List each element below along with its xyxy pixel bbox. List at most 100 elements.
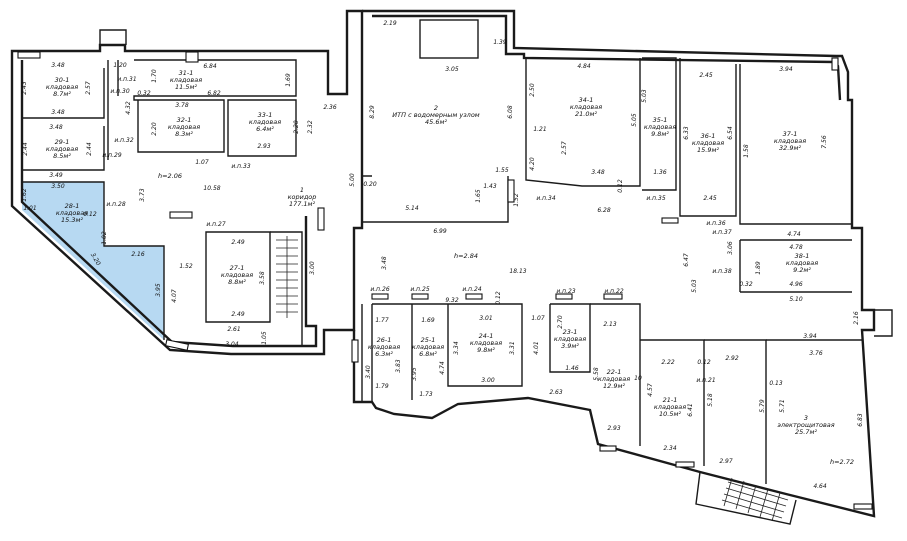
dim-label: 3.94 [779, 66, 793, 73]
dim-label: 4.96 [789, 281, 803, 288]
dim-label: 1.70 [151, 69, 158, 83]
ip-label: и.п.24 [462, 286, 481, 293]
dim-label: 2.57 [85, 81, 92, 95]
dim-label: 2.16 [131, 251, 145, 258]
dim-label: 2.50 [529, 83, 536, 97]
height-label: h=2.84 [454, 252, 478, 260]
outer-walls [10, 9, 876, 518]
ip-label: и.п.29 [102, 152, 121, 159]
dim-label: 1.69 [421, 317, 435, 324]
dim-label: 3.48 [381, 256, 388, 270]
dim-label: 5.03 [641, 89, 648, 103]
dim-label: 4.78 [789, 244, 803, 251]
dim-label: 3.48 [51, 109, 65, 116]
dim-label: 2.57 [561, 141, 568, 155]
dim-label: 6.82 [207, 90, 221, 97]
dim-label: 1.21 [533, 126, 546, 133]
dim-label: 4.64 [813, 483, 827, 490]
dim-label: 2.16 [853, 311, 860, 325]
ip-label: и.п.28 [106, 201, 125, 208]
ip-label: и.п.25 [410, 286, 429, 293]
dim-label: 5.03 [691, 279, 698, 293]
dim-label: 1.05 [261, 331, 268, 345]
dim-label: 1.43 [483, 183, 497, 190]
dim-label: 2.93 [607, 425, 621, 432]
dim-label: 3.31 [509, 341, 516, 354]
doors [17, 51, 873, 510]
dim-label: 6.84 [203, 63, 217, 70]
dim-label: 3.48 [49, 124, 63, 131]
dim-label: 2.36 [323, 104, 337, 111]
dim-label: 2.63 [549, 389, 563, 396]
ip-label: и.п.34 [536, 195, 555, 202]
dim-label: 1.52 [179, 263, 193, 270]
dim-label: 4.07 [171, 289, 178, 303]
dim-label: 3.58 [259, 271, 266, 285]
ip-label: и.п.21 [696, 377, 715, 384]
dim-label: 0.32 [739, 281, 753, 288]
height-label: h=2.06 [158, 172, 182, 180]
dim-label: 6.47 [683, 253, 690, 267]
dim-label: 1.01 [23, 205, 36, 212]
dim-label: 4.84 [577, 63, 591, 70]
dim-label: 4.20 [529, 157, 536, 171]
dimension-labels: 3.48 2.43 2.57 3.48 3.48 2.44 2.44 3.50 … [21, 20, 864, 490]
dim-label: 2.20 [151, 122, 158, 136]
dim-label: 6.33 [683, 126, 690, 140]
dim-label: 2.32 [307, 120, 314, 134]
dim-label: 4.01 [533, 341, 540, 354]
dim-label: 4.32 [125, 101, 132, 115]
dim-label: 1.02 [101, 231, 108, 245]
dim-label: 5.10 [789, 296, 803, 303]
dim-label: 2.44 [22, 142, 29, 156]
dim-label: 2.19 [383, 20, 397, 27]
dim-label: 3.50 [51, 183, 65, 190]
dim-label: 1.69 [285, 73, 292, 87]
ip-label: и.п.33 [231, 163, 250, 170]
dim-label: 6.28 [597, 207, 611, 214]
dim-label: 0.12 [617, 179, 624, 193]
dim-label: 4.74 [787, 231, 801, 238]
dim-label: 6.99 [433, 228, 447, 235]
dim-label: 6.41 [687, 403, 694, 416]
dim-label: 10 [634, 375, 642, 382]
dim-label: 5.14 [405, 205, 419, 212]
dim-label: 3.04 [225, 341, 239, 348]
dim-label: 1.52 [513, 193, 520, 207]
ip-label: и.п.37 [712, 229, 731, 236]
dim-label: 0.12 [495, 291, 502, 305]
ip-label: и.п.23 [556, 288, 575, 295]
dim-label: 2.43 [21, 81, 28, 95]
dim-label: 3.73 [139, 188, 146, 202]
height-labels: h=2.06 h=2.84 h=2.72 [158, 172, 854, 466]
dim-label: 4.74 [439, 361, 446, 375]
dim-label: 2.61 [227, 326, 240, 333]
dim-label: 2.70 [557, 315, 564, 329]
ip-label: и.п.35 [646, 195, 665, 202]
dim-label: 3.48 [591, 169, 605, 176]
dim-label: 1.39 [493, 39, 507, 46]
ip-label: и.п.32 [114, 137, 133, 144]
dim-label: 5.71 [779, 399, 786, 412]
dim-label: 1.62 [21, 188, 28, 202]
dim-label: 6.83 [857, 413, 864, 427]
staircase-left [276, 236, 298, 318]
dim-label: 2.20 [293, 120, 300, 134]
dim-label: 1.77 [375, 317, 389, 324]
dim-label: 5.00 [349, 173, 356, 187]
dim-label: 6.54 [727, 126, 734, 140]
dim-label: 1.36 [653, 169, 667, 176]
